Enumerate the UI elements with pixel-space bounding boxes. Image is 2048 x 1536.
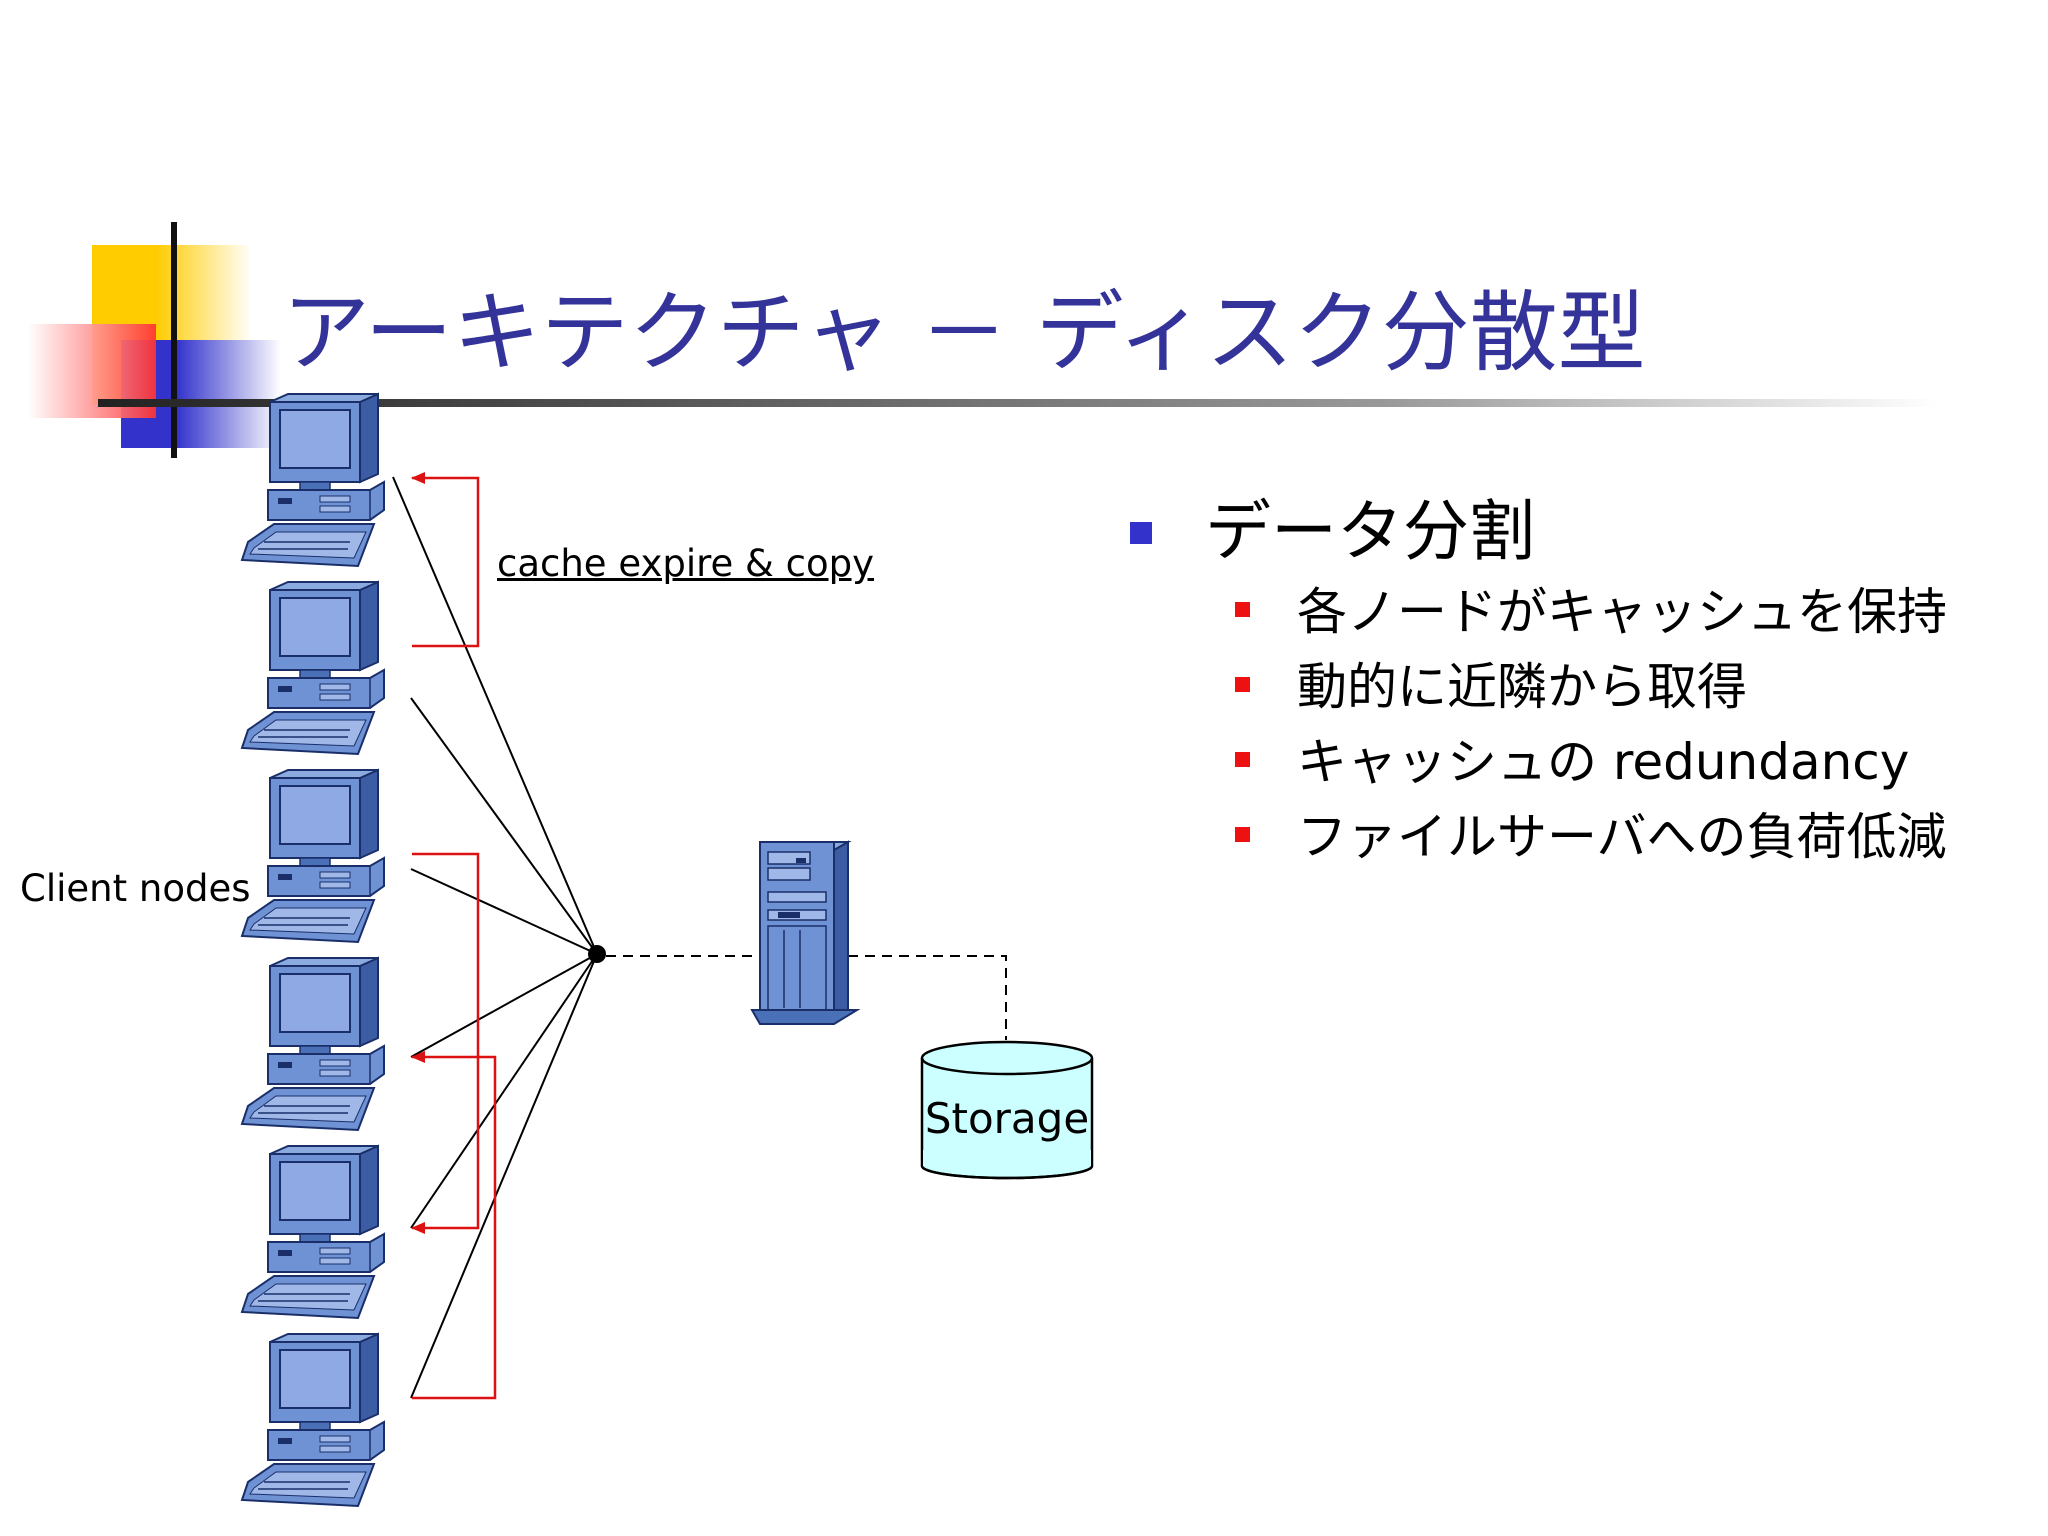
sub-bullet-item: 動的に近隣から取得 [1235, 655, 2030, 730]
hub-node [588, 945, 606, 963]
storage-cylinder-icon [920, 1040, 1094, 1180]
vertical-line-decoration [171, 222, 177, 458]
client-computer-icon [238, 392, 396, 570]
sub-bullet-text-jp: キャッシュの [1297, 733, 1597, 791]
sub-bullet-text: 動的に近隣から取得 [1297, 658, 1747, 716]
client-link-line [410, 868, 598, 955]
square-bullet-icon [1235, 677, 1250, 692]
bullet-text: データ分割 [1205, 493, 1535, 570]
sub-bullet-item: キャッシュの redundancy [1235, 730, 2030, 805]
cache-expire-copy-label: cache expire & copy [497, 542, 875, 585]
sub-bullet-item: 各ノードがキャッシュを保持 [1235, 580, 2030, 655]
square-bullet-icon [1235, 602, 1250, 617]
client-link-line [410, 697, 598, 955]
bullet-list: データ分割 各ノードがキャッシュを保持 動的に近隣から取得 キャッシュの red… [1130, 490, 2030, 880]
horizontal-rule-decoration [98, 399, 1938, 407]
square-bullet-icon [1235, 752, 1250, 767]
client-link-line [392, 476, 598, 955]
sub-bullet-text: キャッシュの redundancy [1297, 730, 1909, 794]
square-bullet-icon [1235, 827, 1250, 842]
cache-bracket-bottom [411, 1051, 497, 1400]
client-link-line [410, 953, 598, 1229]
client-nodes-label: Client nodes [20, 867, 251, 910]
sub-bullet-text: ファイルサーバへの負荷低減 [1297, 808, 1947, 866]
slide-title: アーキテクチャ － ディスク分散型 [282, 281, 1646, 384]
cache-bracket-middle [411, 852, 480, 1234]
storage-link-dashed [848, 955, 1007, 1040]
bullet-item: データ分割 [1130, 490, 2030, 580]
client-computer-icon [238, 768, 396, 946]
sub-bullet-text: 各ノードがキャッシュを保持 [1297, 583, 1947, 641]
server-tower-icon [750, 840, 861, 1025]
square-bullet-icon [1130, 522, 1152, 544]
client-computer-icon [238, 1144, 396, 1322]
client-link-line [410, 953, 598, 1058]
client-computer-icon [238, 580, 396, 758]
sub-bullet-text-latin: redundancy [1597, 733, 1910, 791]
client-computer-icon [238, 956, 396, 1134]
sub-bullet-item: ファイルサーバへの負荷低減 [1235, 805, 2030, 880]
client-computer-icon [238, 1332, 396, 1510]
client-link-line [410, 953, 598, 1399]
storage-label: Storage [924, 1094, 1090, 1143]
cache-bracket-top [411, 472, 480, 648]
